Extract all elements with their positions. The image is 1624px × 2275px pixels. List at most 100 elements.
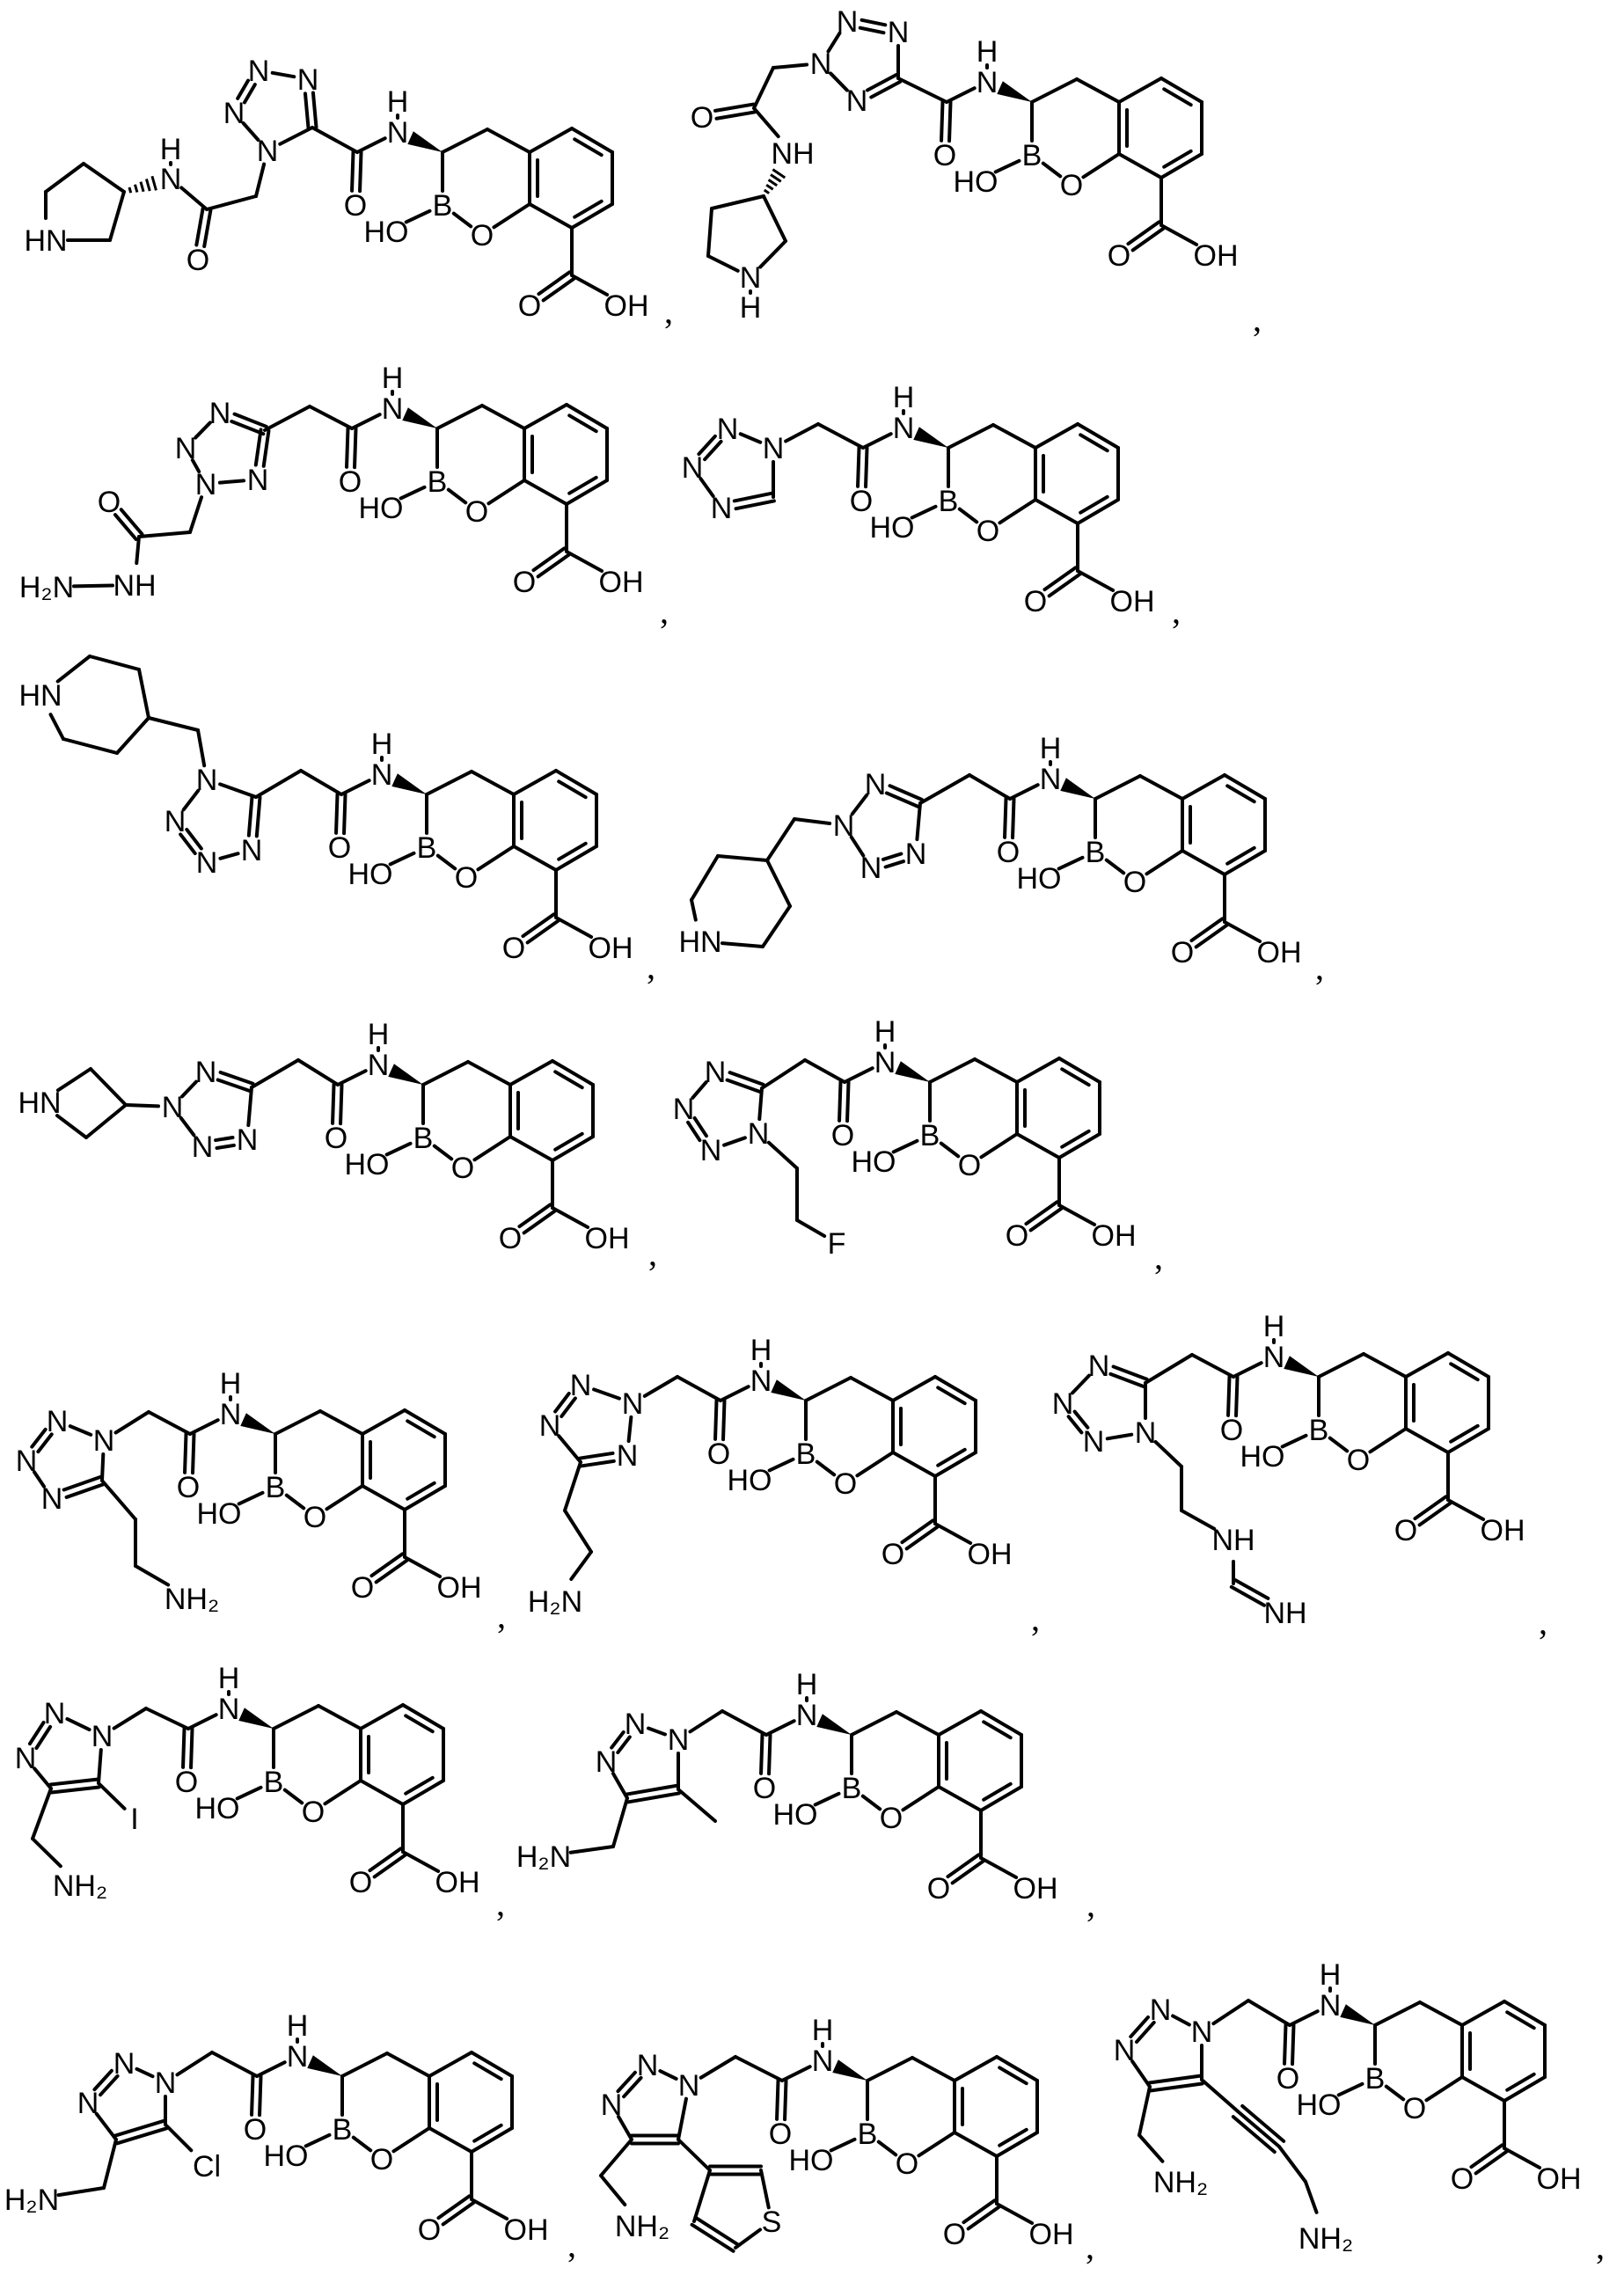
bond	[690, 1711, 722, 1731]
bond	[894, 1141, 918, 1152]
bond	[1078, 571, 1113, 590]
bond	[354, 2138, 370, 2151]
bond	[514, 771, 556, 794]
bond	[139, 669, 149, 718]
atom-label: OH	[585, 1222, 630, 1255]
atom-label: NH₂	[53, 1869, 107, 1903]
bond	[955, 2132, 997, 2156]
bond	[1119, 154, 1161, 178]
molecule-8: ONHBHOOOOHNNNNF,	[673, 1015, 1163, 1276]
wedge-bond	[1060, 778, 1095, 799]
bond	[708, 208, 712, 256]
bond	[762, 1060, 805, 1088]
wedge-bond	[832, 2059, 867, 2081]
bond	[312, 128, 357, 152]
bond	[1017, 1058, 1059, 1082]
bond	[941, 1144, 958, 1157]
bond	[298, 1060, 338, 1085]
bond	[252, 1060, 298, 1087]
atom-label: OH	[1537, 2162, 1582, 2196]
bond	[1279, 2147, 1306, 2182]
bond	[969, 775, 1010, 799]
bond	[580, 1453, 612, 1459]
hash-bond	[129, 187, 131, 193]
bond	[90, 656, 139, 669]
bond	[1202, 2080, 1238, 2111]
bond	[474, 1137, 510, 1159]
bond	[273, 73, 294, 77]
bond	[760, 241, 786, 267]
bond	[257, 797, 260, 836]
side-chain: NNNNH₂N	[528, 1369, 721, 1619]
bond	[912, 507, 936, 518]
atom-label: H₂N	[516, 1840, 571, 1874]
bond	[70, 1426, 91, 1435]
bond	[718, 856, 767, 860]
atom-label: OH	[1013, 1872, 1058, 1906]
side-chain: NNNINH₂	[15, 1697, 188, 1903]
bond	[1139, 2087, 1150, 2135]
molecule-5: ONHBHOOOOHNNNNHN,	[18, 656, 655, 986]
atom-label: OH	[1481, 1514, 1525, 1547]
bond	[847, 1082, 848, 1121]
atom-label: OH	[1194, 239, 1239, 273]
bond	[51, 1787, 99, 1792]
bond	[773, 64, 807, 68]
bond	[722, 1711, 766, 1735]
atom-label: O	[98, 486, 121, 519]
bond	[1107, 860, 1123, 874]
separator-comma: ,	[1086, 1884, 1095, 1924]
bond	[1145, 1355, 1192, 1383]
bond	[126, 1105, 158, 1106]
bond	[939, 1711, 981, 1735]
wedge-bond	[407, 131, 443, 152]
bond	[191, 1729, 192, 1767]
benzoxaborinine-core: ONHBHOOOOH	[325, 1018, 630, 1255]
atom-label: HN	[18, 679, 62, 713]
bond	[429, 2052, 472, 2076]
bond	[660, 2071, 676, 2079]
bond	[930, 1059, 975, 1082]
bond	[1146, 851, 1182, 874]
wedge-bond	[402, 407, 437, 428]
bond	[618, 2117, 632, 2140]
bond	[723, 1401, 724, 1439]
bond	[1083, 154, 1119, 177]
benzoxaborinine-core: ONHBHOOOOH	[1220, 1310, 1525, 1547]
bond	[249, 797, 252, 836]
bond	[1228, 1377, 1229, 1415]
bond	[488, 480, 524, 503]
benzoxaborinine-core: ONHBHOOOOH	[850, 381, 1155, 618]
bond	[139, 532, 190, 537]
atom-label: HO	[1017, 862, 1062, 896]
bond	[340, 1085, 341, 1123]
atom-label: B	[266, 1471, 286, 1504]
atom-label: O	[1403, 2092, 1426, 2125]
atom-label: N	[220, 1398, 242, 1431]
atom-label: N	[223, 97, 245, 130]
bond	[265, 406, 310, 430]
atom-label: N	[625, 1708, 647, 1741]
atom-label: O	[471, 219, 494, 252]
bond	[1108, 1435, 1131, 1439]
bond	[360, 152, 361, 191]
bond	[1238, 2111, 1279, 2147]
bond	[917, 803, 920, 839]
bond	[1236, 1377, 1237, 1415]
bond	[1233, 2117, 1275, 2152]
side-chain: NNNNHN	[678, 768, 1010, 959]
atom-label: N	[160, 163, 182, 196]
bond	[628, 1793, 679, 1802]
bond	[341, 780, 369, 794]
atom-label: HO	[954, 165, 999, 199]
atom-label: H₂N	[4, 2184, 59, 2217]
bond	[274, 1706, 318, 1729]
bond	[831, 2140, 855, 2151]
bond	[741, 434, 761, 443]
bond	[786, 424, 818, 442]
bond	[722, 943, 763, 947]
bond	[149, 1412, 190, 1434]
wedge-bond	[388, 1064, 423, 1085]
bond	[975, 1059, 1017, 1082]
bond	[34, 1768, 51, 1789]
